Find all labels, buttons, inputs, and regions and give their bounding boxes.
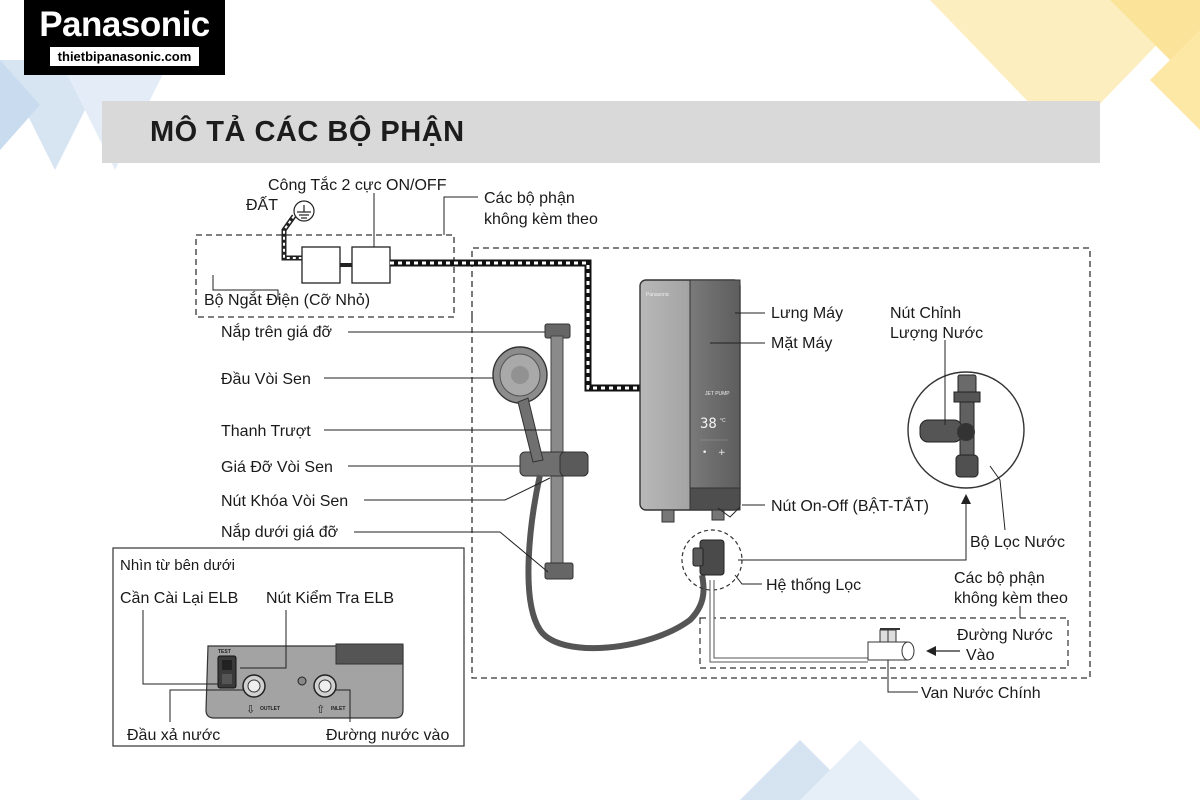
label-on-off-button: Nút On-Off (BẬT-TẮT) xyxy=(771,496,929,515)
svg-text:⇧: ⇧ xyxy=(316,703,325,716)
heater-jet-pump: JET PUMP xyxy=(705,391,730,397)
label-flow-knob-2: Lượng Nước xyxy=(890,325,983,342)
label-not-included-top-1: Các bộ phận xyxy=(484,190,575,207)
shower-head xyxy=(492,346,548,463)
inset-inlet-marking: INLET xyxy=(331,706,345,712)
label-front-panel: Mặt Máy xyxy=(771,335,832,352)
ground-symbol xyxy=(293,200,315,222)
label-switch: Công Tắc 2 cực ON/OFF xyxy=(268,175,447,194)
label-shower-head: Đầu Vòi Sen xyxy=(221,371,311,388)
page-title: MÔ TẢ CÁC BỘ PHẬN xyxy=(150,116,465,148)
label-elb-reset: Cần Cài Lại ELB xyxy=(120,590,238,607)
label-breaker: Bộ Ngắt Điện (Cỡ Nhỏ) xyxy=(204,290,370,309)
switch-box xyxy=(351,246,391,284)
label-water-filter: Bộ Lọc Nước xyxy=(970,534,1065,551)
label-shower-holder: Giá Đỡ Vòi Sen xyxy=(221,459,333,476)
label-slide-bar: Thanh Trượt xyxy=(221,423,311,440)
water-heater: Panasonic JET PUMP 38 °C • + xyxy=(639,279,741,523)
label-not-included-top-2: không kèm theo xyxy=(484,211,598,228)
inset-test-marking: TEST xyxy=(218,649,231,655)
svg-text:+: + xyxy=(718,448,726,458)
label-not-included-bottom-1: Các bộ phận xyxy=(954,570,1045,587)
label-rail-top-cap: Nắp trên giá đỡ xyxy=(221,322,333,341)
inset-title: Nhìn từ bên dưới xyxy=(120,557,235,574)
svg-text:•: • xyxy=(702,448,707,458)
heater-brand: Panasonic xyxy=(646,292,670,298)
dashed-box-inlet xyxy=(699,617,1069,669)
shower-hose xyxy=(525,474,707,652)
label-filter-system: Hệ thống Lọc xyxy=(766,577,861,594)
svg-text:⇩: ⇩ xyxy=(246,703,255,716)
label-elb-test: Nút Kiểm Tra ELB xyxy=(266,589,394,607)
heater-temperature: 38 xyxy=(700,416,717,432)
shower-holder xyxy=(519,451,589,477)
flow-knob-detail xyxy=(907,371,1025,489)
label-back-cover: Lưng Máy xyxy=(771,305,843,322)
inset-outlet-marking: OUTLET xyxy=(260,706,280,712)
label-main-valve: Van Nước Chính xyxy=(921,685,1041,702)
label-inlet: Đường nước vào xyxy=(326,727,449,744)
breaker-box xyxy=(301,246,341,284)
label-outlet: Đầu xả nước xyxy=(127,727,220,744)
label-water-inlet-2: Vào xyxy=(966,647,995,664)
label-rail-bottom-cap: Nắp dưới giá đỡ xyxy=(221,522,339,541)
heater-unit: °C xyxy=(720,418,726,424)
label-water-inlet-1: Đường Nước xyxy=(957,627,1053,644)
dashed-box-main xyxy=(471,247,1091,679)
ground-wire xyxy=(281,214,302,261)
panasonic-logo: Panasonic thietbipanasonic.com xyxy=(24,0,225,75)
logo-wordmark: Panasonic xyxy=(39,5,210,44)
inset-bottom-view: Nhìn từ bên dưới Cần Cài Lại ELB Nút Kiể… xyxy=(112,547,465,747)
label-flow-knob-1: Nút Chỉnh xyxy=(890,305,961,322)
main-valve xyxy=(867,628,915,661)
title-bar: MÔ TẢ CÁC BỘ PHẬN xyxy=(102,101,1100,163)
label-shower-lock: Nút Khóa Vòi Sen xyxy=(221,493,348,510)
label-ground: ĐẤT xyxy=(246,195,278,214)
logo-website: thietbipanasonic.com xyxy=(49,47,200,66)
label-not-included-bottom-2: không kèm theo xyxy=(954,590,1068,607)
filter-system xyxy=(681,529,743,591)
